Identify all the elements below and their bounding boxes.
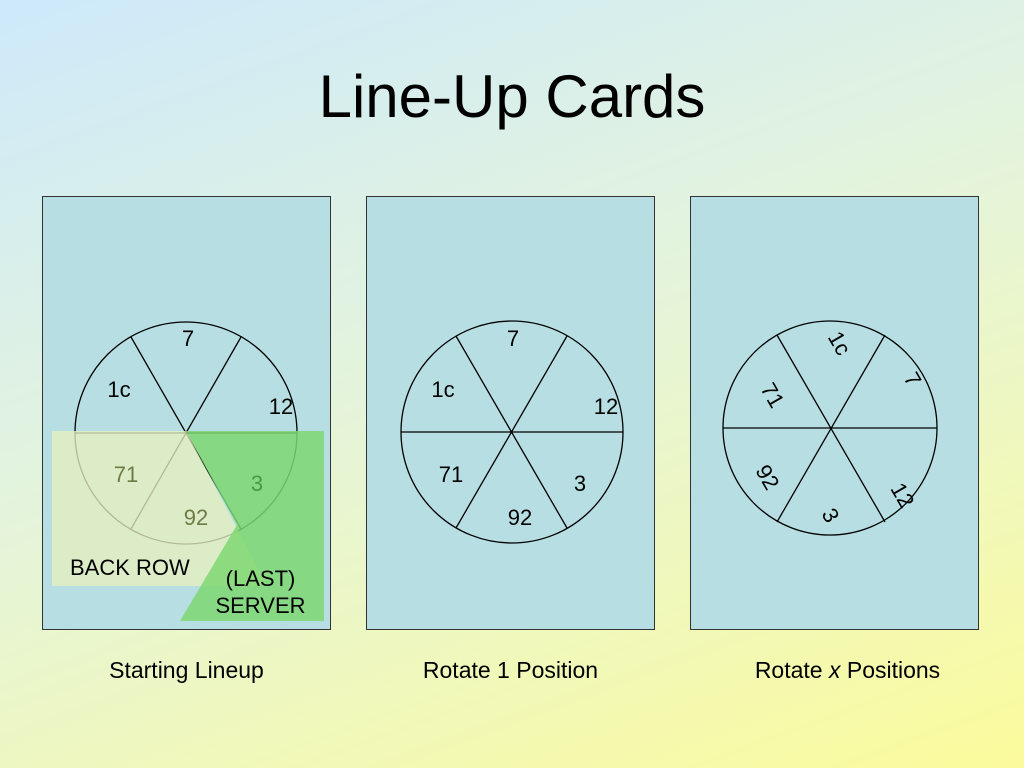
caption-suffix: Positions — [840, 657, 941, 683]
server-label: (LAST) SERVER — [203, 565, 318, 619]
caption-rotate-1: Rotate 1 Position — [422, 657, 599, 683]
position-label: 92 — [751, 460, 785, 494]
rotation-wheel-rotate-1: 7 12 3 92 71 1c — [400, 320, 624, 544]
back-row-label: BACK ROW — [70, 555, 190, 580]
rotation-wheel-rotate-x: 1c 7 12 3 92 71 — [722, 320, 938, 536]
position-label: 12 — [269, 394, 293, 419]
position-label: 3 — [817, 504, 845, 527]
back-row-highlight — [52, 431, 267, 586]
lineup-card-rotate-x: 1c 7 12 3 92 71 — [690, 196, 979, 630]
lineup-card-rotate-1: 7 12 3 92 71 1c — [366, 196, 655, 630]
position-label: 7 — [899, 368, 927, 391]
server-highlight — [180, 431, 324, 621]
server-label-line1: (LAST) — [225, 566, 296, 591]
page-title: Line-Up Cards — [318, 63, 706, 130]
rotation-wheel-starting: 7 12 3 92 71 1c — [52, 321, 324, 621]
position-label: 71 — [114, 462, 138, 487]
caption-rotate-x: Rotate x Positions — [703, 657, 992, 684]
position-label: 71 — [439, 462, 463, 487]
position-label: 71 — [756, 378, 790, 412]
server-label-line2: SERVER — [215, 593, 306, 618]
caption-starting-lineup: Starting Lineup — [109, 657, 264, 683]
position-label: 7 — [182, 326, 194, 351]
position-label: 1c — [107, 377, 130, 402]
position-label: 1c — [431, 377, 454, 402]
caption-variable: x — [828, 657, 841, 683]
caption-prefix: Rotate — [754, 657, 829, 683]
position-label: 1c — [823, 327, 856, 360]
position-label: 92 — [508, 505, 532, 530]
position-label: 7 — [507, 326, 519, 351]
position-label: 92 — [184, 505, 208, 530]
position-label: 12 — [886, 478, 920, 512]
lineup-card-starting: 7 12 3 92 71 1c BACK ROW (LAST) SERVER — [42, 196, 331, 630]
position-label: 3 — [251, 471, 263, 496]
position-label: 3 — [574, 471, 586, 496]
position-label: 12 — [594, 394, 618, 419]
